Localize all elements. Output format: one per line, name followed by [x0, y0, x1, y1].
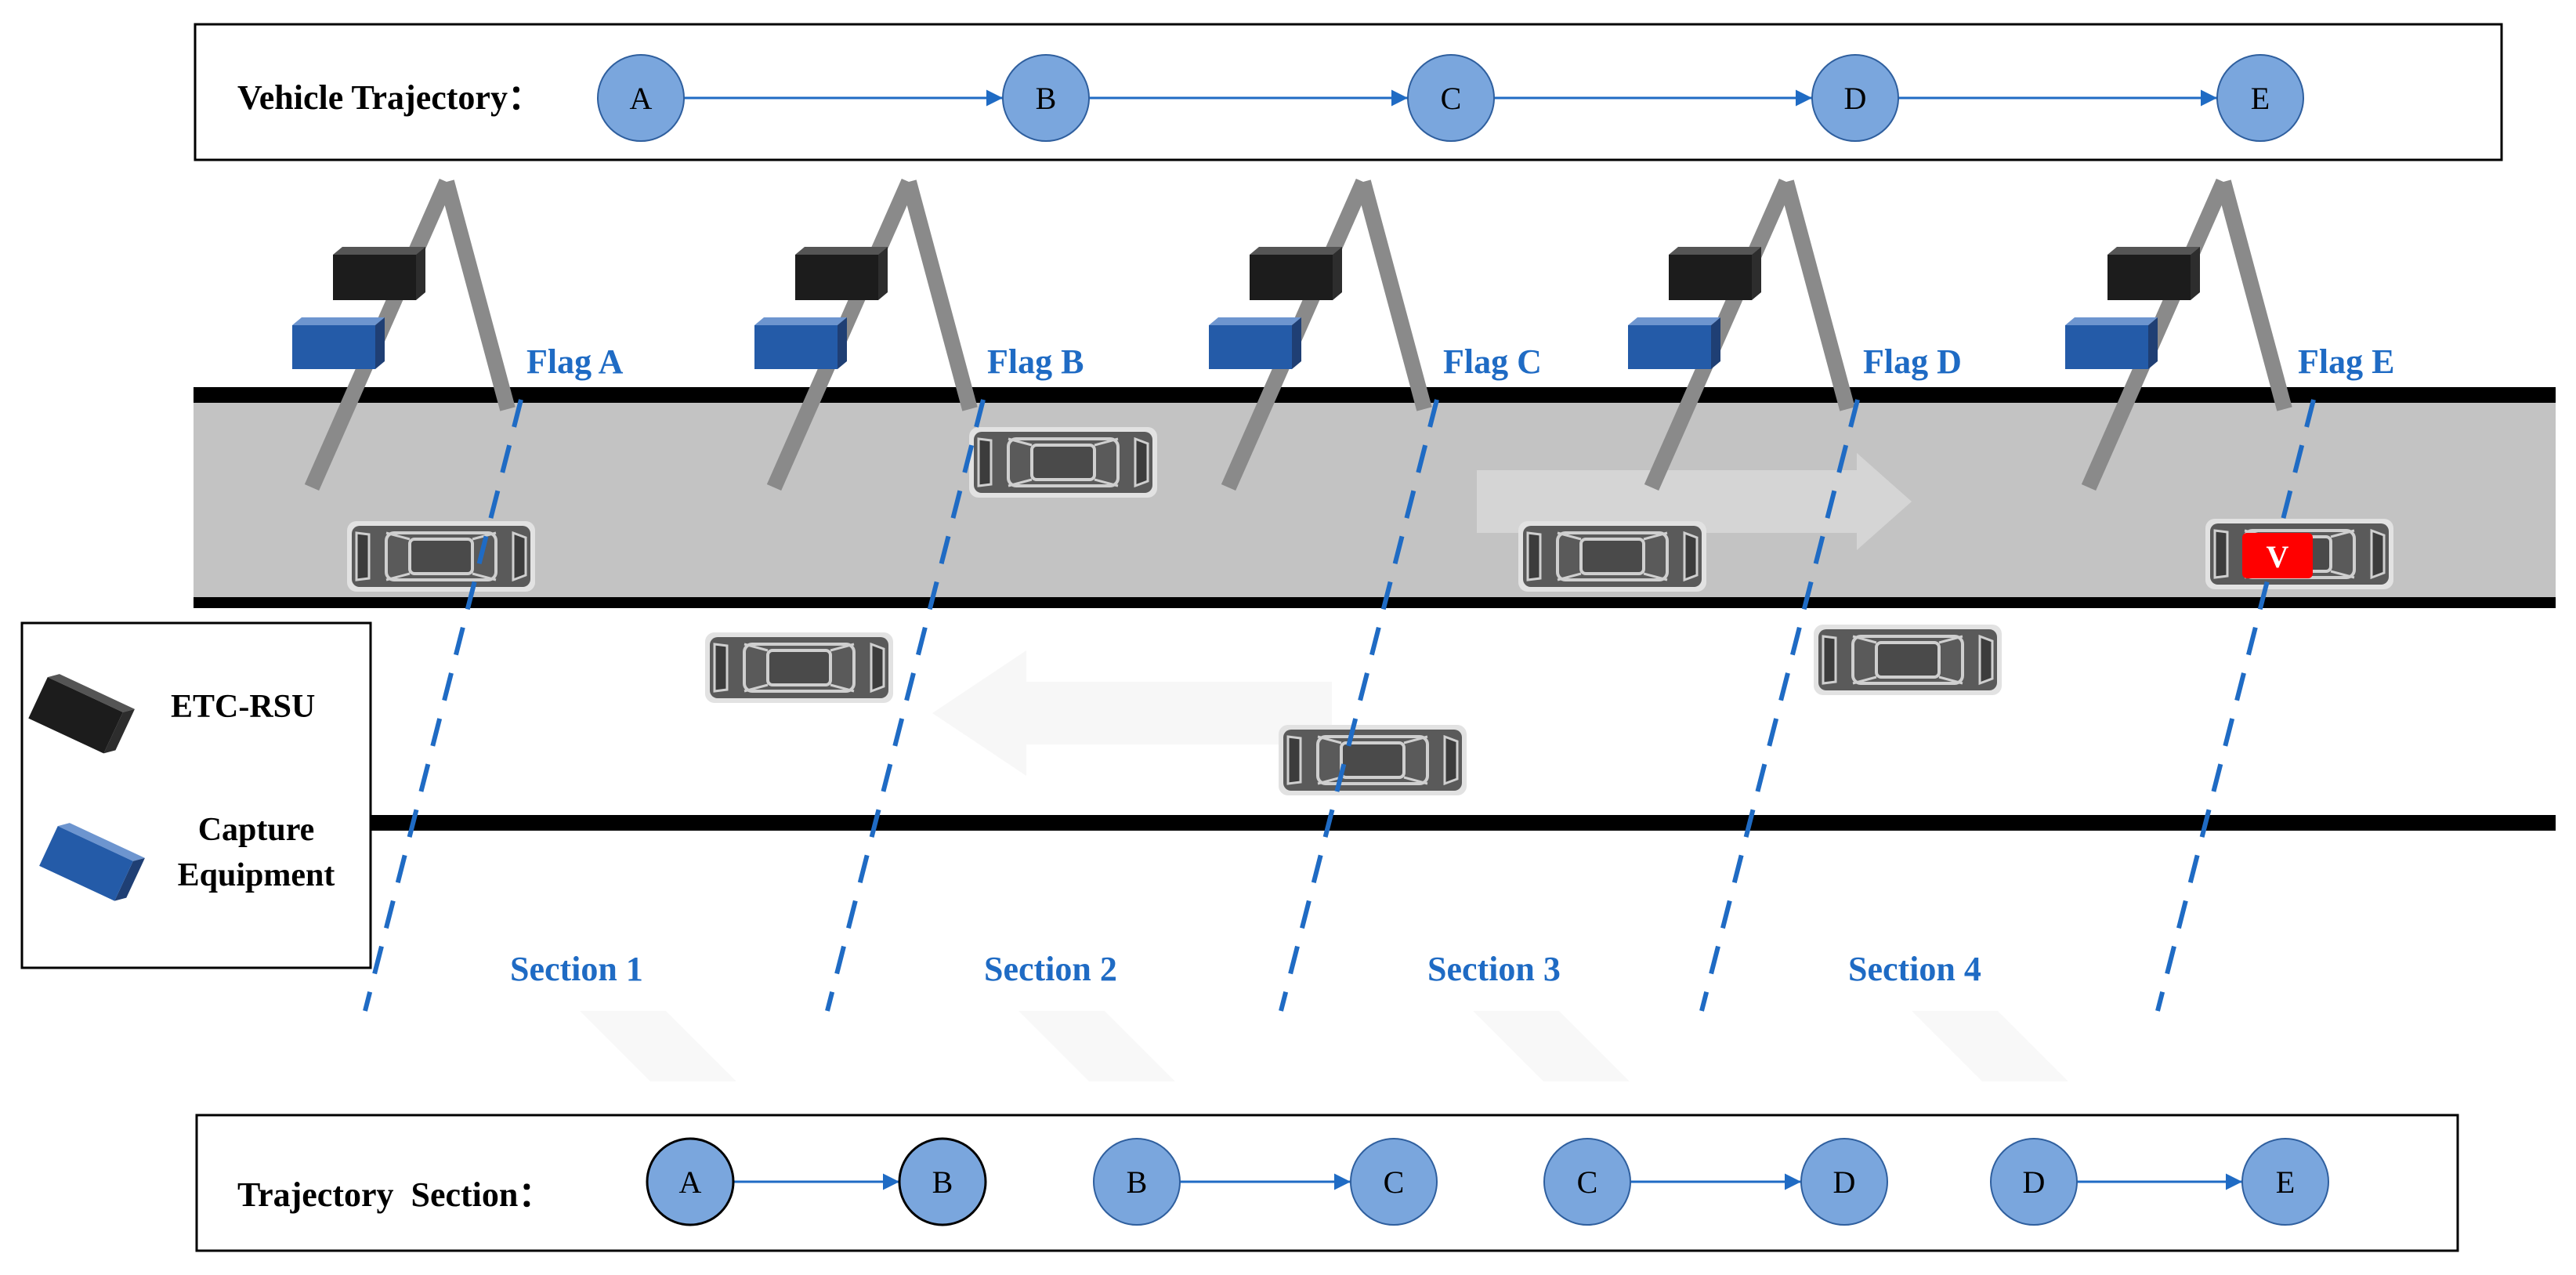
- section-4-label: Section 4: [1848, 950, 1981, 988]
- legend-capture-label-line2: Equipment: [178, 857, 335, 893]
- car-icon: [1812, 623, 2003, 697]
- etc-rsu-icon: [1669, 247, 1761, 300]
- capture-camera-icon: [1628, 317, 1720, 369]
- vehicle-trajectory-label: Vehicle Trajectory：: [237, 78, 542, 117]
- node-label: A: [679, 1165, 702, 1200]
- trajectory-node-a: A: [597, 54, 685, 142]
- flag-line-a: [363, 399, 523, 1012]
- node-label: A: [630, 81, 653, 116]
- flag-line-c: [1279, 399, 1439, 1012]
- road: [194, 387, 2556, 831]
- section-labels: Section 1 Section 2 Section 3 Section 4: [510, 950, 1981, 988]
- car-icon: [346, 520, 537, 593]
- etc-rsu-icon: [1250, 247, 1342, 300]
- trajectory-node-d: D: [1811, 54, 1899, 142]
- section-1-label: Section 1: [510, 950, 643, 988]
- etc-rsu-icon: [2107, 247, 2200, 300]
- faint-chevron-1: [580, 1011, 736, 1081]
- flag-c-label: Flag C: [1443, 342, 1542, 381]
- direction-arrow-left: [932, 650, 1332, 776]
- node-label: C: [1577, 1165, 1598, 1200]
- capture-camera-icon: [1209, 317, 1301, 369]
- legend-capture-equipment-icon: [39, 823, 145, 901]
- flag-d-label: Flag D: [1863, 342, 1962, 381]
- flag-line-b: [825, 399, 986, 1012]
- etc-rsu-icon: [795, 247, 888, 300]
- flag-line-e: [2155, 399, 2316, 1012]
- node-label: E: [2251, 81, 2270, 116]
- node-label: D: [1833, 1165, 1856, 1200]
- flag-labels: Flag A Flag B Flag C Flag D Flag E: [526, 342, 2394, 381]
- car-icon: [968, 426, 1159, 499]
- trajectory-node-b: B: [1002, 54, 1090, 142]
- flag-lines: [363, 399, 2316, 1012]
- section-pair-4: D E: [1990, 1138, 2329, 1226]
- trajectory-section-panel: Trajectory Section： A B B C C D D: [195, 1114, 2459, 1252]
- etc-rsu-icon: [333, 247, 425, 300]
- section-2-label: Section 2: [984, 950, 1117, 988]
- trajectory-node-c: C: [1407, 54, 1495, 142]
- legend-etc-rsu-label: ETC-RSU: [171, 689, 315, 725]
- node-label: D: [1844, 81, 1867, 116]
- capture-camera-icon: [754, 317, 847, 369]
- section-pair-3: C D: [1543, 1138, 1888, 1226]
- road-edge-bottom: [368, 815, 2556, 831]
- node-label: C: [1441, 81, 1462, 116]
- capture-camera-icon: [2065, 317, 2158, 369]
- node-label: E: [2276, 1165, 2295, 1200]
- legend-capture-label-line1: Capture: [198, 812, 315, 848]
- road-edge-top: [194, 387, 2556, 403]
- legend-etc-rsu-icon: [28, 674, 135, 754]
- section-pair-1: A B: [646, 1137, 987, 1226]
- node-label: B: [1036, 81, 1057, 116]
- flag-line-d: [1699, 399, 1860, 1012]
- faint-chevron-4: [1912, 1011, 2068, 1081]
- trajectory-section-label: Trajectory Section：: [237, 1175, 552, 1214]
- section-pair-2: B C: [1093, 1138, 1438, 1226]
- vehicle-trajectory-panel: Vehicle Trajectory： A B C D E: [194, 23, 2503, 161]
- car-icon: [1277, 723, 1468, 797]
- flag-e-label: Flag E: [2298, 342, 2394, 381]
- car-icon: [1517, 520, 1708, 593]
- section-3-label: Section 3: [1427, 950, 1561, 988]
- faint-chevron-2: [1018, 1011, 1175, 1081]
- node-label: C: [1384, 1165, 1405, 1200]
- road-surface: [194, 401, 2556, 599]
- node-label: B: [932, 1165, 953, 1200]
- target-vehicle-label: V: [2267, 539, 2289, 574]
- flag-a-label: Flag A: [526, 342, 624, 381]
- legend: ETC-RSU Capture Equipment: [20, 621, 372, 969]
- car-icon: [704, 631, 895, 705]
- node-label: B: [1127, 1165, 1148, 1200]
- target-vehicle-marker: V: [2242, 533, 2313, 578]
- road-edge-middle: [194, 597, 2556, 608]
- flag-b-label: Flag B: [987, 342, 1084, 381]
- faint-chevron-3: [1473, 1011, 1630, 1081]
- trajectory-node-e: E: [2216, 54, 2304, 142]
- node-label: D: [2023, 1165, 2046, 1200]
- capture-camera-icon: [292, 317, 385, 369]
